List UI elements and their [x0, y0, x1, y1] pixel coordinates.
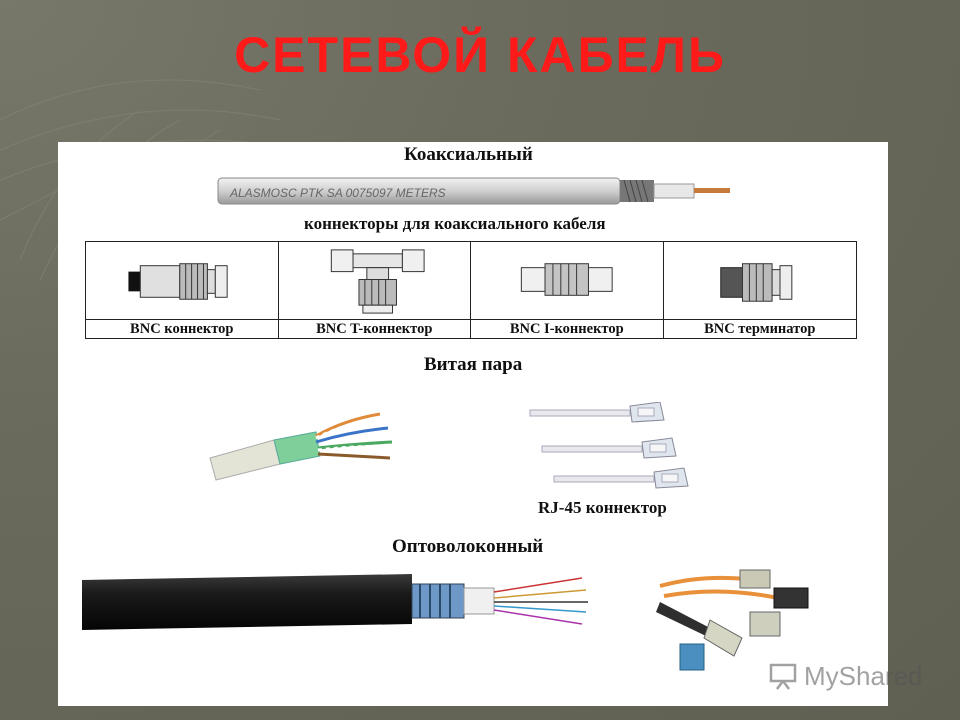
bnc-t-connector-cell	[278, 242, 471, 320]
coax-cable-print: ALASMOSC PTK SA 0075097 METERS	[229, 186, 446, 200]
fiber-cable-image	[82, 574, 588, 630]
connectors-heading: коннекторы для коаксиального кабеля	[304, 214, 606, 233]
coax-heading: Коаксиальный	[404, 144, 533, 165]
bnc-i-connector-label: BNC I-коннектор	[471, 320, 664, 338]
bnc-terminator-cell	[663, 242, 856, 320]
bnc-terminator-icon	[719, 263, 792, 302]
watermark-text: MyShared	[804, 660, 923, 691]
bnc-terminator-label: BNC терминатор	[704, 321, 816, 337]
rj45-connector-label: RJ-45 коннектор	[538, 498, 667, 517]
twisted-pair-cable-image	[209, 412, 393, 481]
watermark-logo: MyShared	[768, 656, 938, 696]
connectors-table: BNC коннектор BNC T-коннектор BNC I-конн…	[85, 241, 857, 339]
bnc-t-connector-icon	[330, 249, 425, 314]
fiber-heading: Оптоволоконный	[392, 536, 544, 557]
bnc-i-connector-icon	[520, 263, 613, 296]
bnc-connector-icon	[128, 263, 228, 300]
slide-title: СЕТЕВОЙ КАБЕЛЬ	[234, 27, 726, 83]
bnc-connector-label: BNC коннектор	[86, 320, 279, 338]
bnc-i-connector-cell	[471, 242, 664, 320]
bnc-t-connector-label: BNC T-коннектор	[279, 320, 471, 338]
fiber-connectors-image	[656, 569, 809, 671]
bnc-connector-cell	[86, 242, 279, 320]
coax-cable-image: ALASMOSC PTK SA 0075097 METERS	[217, 177, 730, 205]
presentation-icon	[769, 663, 797, 690]
rj45-cables-image	[529, 402, 689, 489]
content-panel: Коаксиальный ALASMOSC PTK SA 0075097 MET…	[58, 142, 888, 706]
twisted-pair-heading: Витая пара	[424, 354, 523, 375]
